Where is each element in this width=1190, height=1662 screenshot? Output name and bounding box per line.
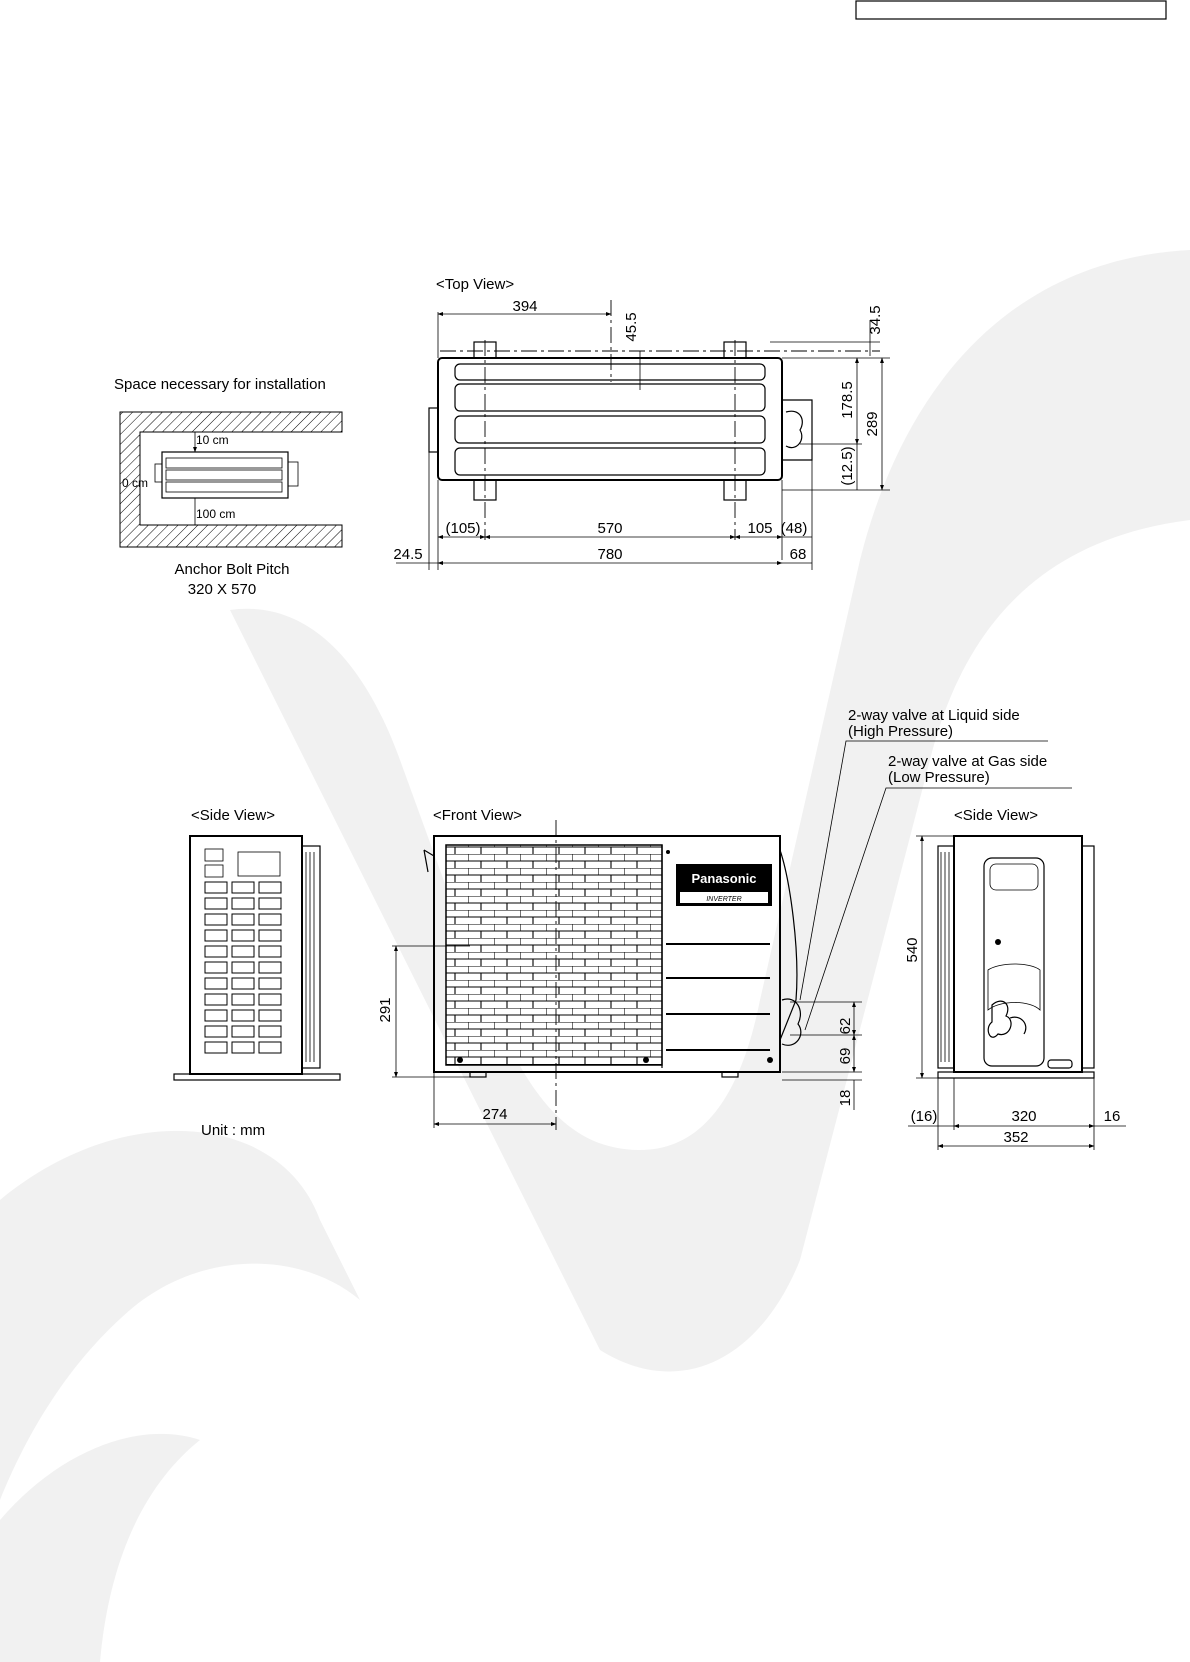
liquid-valve-pressure: (High Pressure) — [848, 723, 953, 740]
valve-callouts: 2-way valve at Liquid side (High Pressur… — [799, 707, 1072, 1031]
top-view: <Top View> 394 45.5 34.5 — [393, 276, 890, 570]
dim-24-5: 24.5 — [393, 546, 422, 563]
dim-34-5: 34.5 — [867, 305, 884, 334]
dim-274: 274 — [482, 1106, 507, 1123]
dim-394: 394 — [512, 298, 537, 315]
dim-16b: 16 — [1104, 1108, 1121, 1125]
installation-title: Space necessary for installation — [114, 376, 326, 393]
dim-18: 18 — [837, 1090, 854, 1107]
dim-12-5: (12.5) — [839, 446, 856, 485]
dim-105a: (105) — [445, 520, 480, 537]
dim-289: 289 — [864, 411, 881, 436]
liquid-valve-label: 2-way valve at Liquid side — [848, 707, 1020, 724]
dim-48: (48) — [781, 520, 808, 537]
gas-valve-label: 2-way valve at Gas side — [888, 753, 1047, 770]
inverter-badge: INVERTER — [706, 896, 741, 903]
dim-105b: 105 — [747, 520, 772, 537]
brand-name: Panasonic — [691, 871, 756, 886]
dim-69: 69 — [837, 1048, 854, 1065]
dim-780: 780 — [597, 546, 622, 563]
top-clearance-label: 10 cm — [196, 433, 229, 447]
left-side-view: <Side View> Unit : mm — [173, 807, 341, 1139]
header-box — [855, 0, 1167, 20]
dim-62: 62 — [837, 1018, 854, 1035]
left-side-view-title: <Side View> — [191, 807, 275, 824]
anchor-bolt-title: Anchor Bolt Pitch — [174, 561, 289, 578]
dim-352: 352 — [1003, 1129, 1028, 1146]
watermark-logo — [0, 250, 1190, 1662]
dim-540: 540 — [904, 937, 921, 962]
anchor-bolt-value: 320 X 570 — [188, 581, 256, 598]
gas-valve-pressure: (Low Pressure) — [888, 769, 990, 786]
right-side-view: <Side View> 540 (16) 320 16 352 — [904, 807, 1126, 1150]
right-side-view-title: <Side View> — [954, 807, 1038, 824]
dim-178-5: 178.5 — [839, 381, 856, 419]
dim-570: 570 — [597, 520, 622, 537]
front-clearance-label: 100 cm — [196, 507, 235, 521]
unit-label: Unit : mm — [201, 1122, 265, 1139]
left-clearance-label: 0 cm — [122, 476, 148, 490]
dim-68: 68 — [790, 546, 807, 563]
dim-45-5: 45.5 — [623, 312, 640, 341]
front-view: <Front View> Panasonic INVERTER 291 274 — [377, 807, 862, 1130]
dim-291: 291 — [377, 997, 394, 1022]
dim-320: 320 — [1011, 1108, 1036, 1125]
front-view-title: <Front View> — [433, 807, 522, 824]
dim-16a: (16) — [911, 1108, 938, 1125]
top-view-title: <Top View> — [436, 276, 514, 293]
installation-space-diagram: Space necessary for installation 10 cm 0… — [114, 376, 343, 598]
